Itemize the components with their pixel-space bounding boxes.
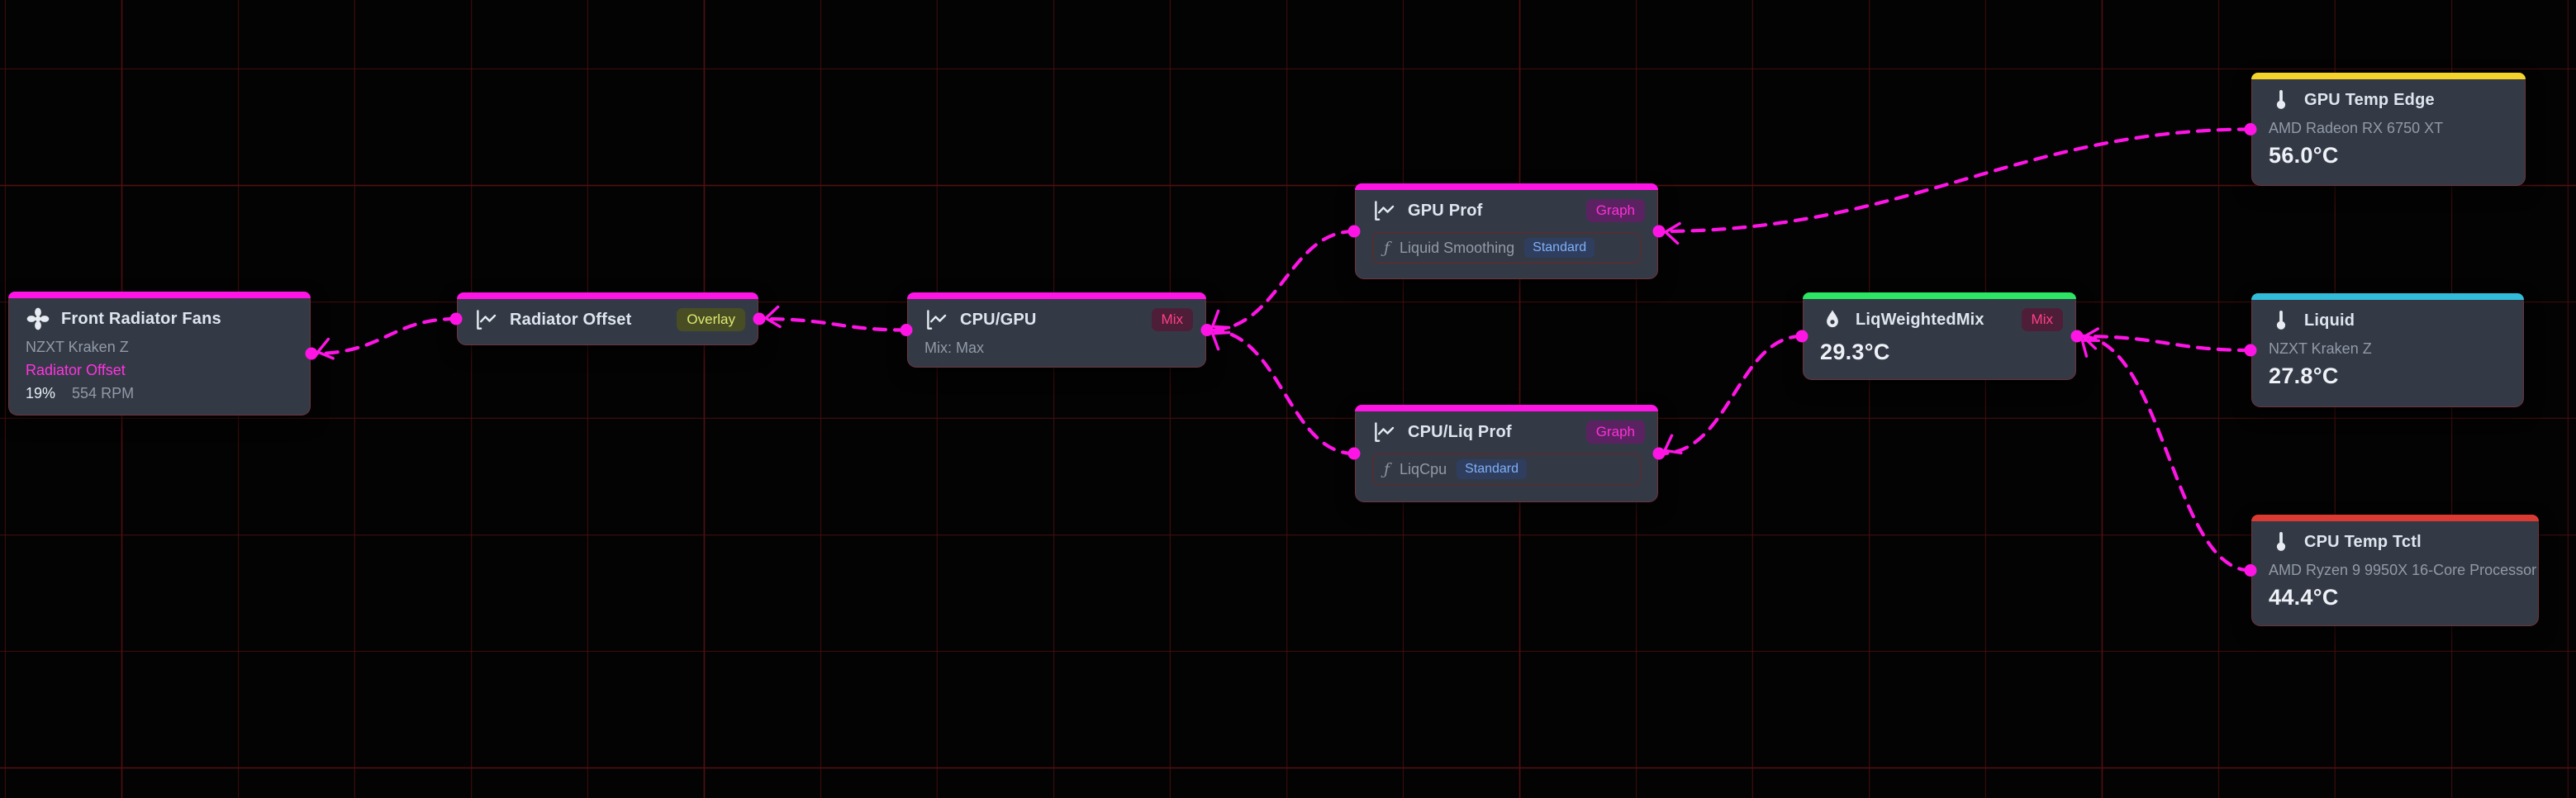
wire-cpu-temp-tctl-to-liq-weighted-mix[interactable] [2077, 334, 2253, 572]
droplet-icon [1820, 307, 1845, 332]
node-front-radiator-fans[interactable]: Front Radiator Fans NZXT Kraken Z Radiato… [8, 292, 311, 416]
wire-arrow-icon [1210, 309, 1231, 330]
function-row: ƒ LiqCpu Standard [1372, 454, 1641, 485]
node-title: GPU Prof [1408, 201, 1483, 220]
thermometer-icon [2269, 308, 2293, 333]
node-cpu-temp-tctl[interactable]: CPU Temp Tctl AMD Ryzen 9 9950X 16-Core … [2251, 515, 2539, 626]
node-liq-weighted-mix[interactable]: LiqWeightedMix Mix 29.3°C [1803, 292, 2076, 380]
wire-arrow-icon [763, 305, 782, 329]
wire-arrow-icon [316, 337, 335, 360]
node-speed-row: 19% 554 RPM [26, 385, 134, 402]
node-body: ƒ LiqCpu Standard [1356, 444, 1657, 496]
node-body: NZXT Kraken Z 27.8°C [2252, 333, 2523, 401]
wire-arrow-icon [1663, 221, 1681, 245]
wire-gpu-temp-edge-to-gpu-prof[interactable] [1659, 127, 2253, 234]
function-icon: ƒ [1384, 460, 1390, 478]
node-subtitle: AMD Radeon RX 6750 XT [2269, 120, 2444, 136]
node-top-bar [1355, 405, 1658, 411]
node-subtitle: NZXT Kraken Z [26, 339, 129, 355]
node-top-bar [1803, 292, 2076, 299]
chart-icon [1372, 420, 1397, 444]
node-body: AMD Ryzen 9 9950X 16-Core Processor 44.4°… [2252, 554, 2538, 622]
wire-liq-weighted-mix-to-cpu-liq-prof[interactable] [1659, 334, 1804, 456]
node-curve-link-label: Radiator Offset [26, 362, 126, 378]
node-top-bar [2251, 293, 2524, 300]
node-cpu-gpu[interactable]: CPU/GPU Mix Mix: Max [907, 292, 1206, 368]
wire-arrow-icon [1210, 330, 1231, 351]
node-gpu-prof[interactable]: GPU Prof Graph ƒ Liquid Smoothing Standard [1355, 183, 1658, 279]
node-radiator-offset[interactable]: Radiator Offset Overlay [457, 292, 758, 345]
node-liquid[interactable]: Liquid NZXT Kraken Z 27.8°C [2251, 293, 2524, 407]
wire-radiator-offset-to-front-radiator-fans[interactable] [311, 316, 459, 356]
node-type-badge: Mix [1151, 308, 1193, 331]
function-mode-badge: Standard [1524, 238, 1595, 258]
node-type-badge: Graph [1585, 199, 1645, 222]
wire-arrow-icon [2080, 339, 2101, 358]
wire-cpu-gpu-to-radiator-offset[interactable] [759, 316, 909, 332]
node-subtitle: Mix: Max [924, 340, 984, 356]
node-top-bar [2251, 515, 2539, 521]
node-top-bar [907, 292, 1206, 299]
node-body: AMD Radeon RX 6750 XT 56.0°C [2252, 112, 2525, 180]
function-label: LiqCpu [1400, 460, 1447, 477]
node-value: 56.0°C [2269, 143, 2339, 168]
function-label: Liquid Smoothing [1400, 239, 1515, 256]
wire-arrow-icon [2081, 327, 2099, 350]
node-title: Liquid [2304, 311, 2355, 330]
fan-percent: 19% [26, 385, 56, 401]
function-row: ƒ Liquid Smoothing Standard [1372, 232, 1641, 264]
node-title: Radiator Offset [510, 310, 632, 329]
node-title: GPU Temp Edge [2304, 90, 2435, 109]
chart-icon [1372, 198, 1397, 223]
node-top-bar [8, 292, 311, 298]
node-body: Mix: Max [908, 332, 1205, 368]
node-top-bar [2251, 73, 2526, 79]
chart-icon [924, 307, 949, 332]
node-subtitle: AMD Ryzen 9 9950X 16-Core Processor [2269, 562, 2537, 578]
wire-arrow-icon [1662, 434, 1683, 455]
chart-icon [474, 307, 499, 332]
node-value: 27.8°C [2269, 363, 2339, 388]
node-type-badge: Graph [1585, 420, 1645, 444]
node-title: CPU/GPU [960, 310, 1037, 329]
node-body: NZXT Kraken Z Radiator Offset 19% 554 RPM [9, 331, 310, 414]
node-title: CPU Temp Tctl [2304, 532, 2422, 551]
wire-liquid-to-liq-weighted-mix[interactable] [2077, 334, 2253, 353]
function-icon: ƒ [1384, 239, 1390, 257]
node-gpu-temp-edge[interactable]: GPU Temp Edge AMD Radeon RX 6750 XT 56.0°… [2251, 73, 2526, 186]
node-subtitle: NZXT Kraken Z [2269, 340, 2372, 357]
thermometer-icon [2269, 88, 2293, 112]
function-mode-badge: Standard [1457, 459, 1528, 479]
node-body: 29.3°C [1804, 332, 2075, 377]
node-title: LiqWeightedMix [1856, 310, 1984, 329]
node-type-badge: Mix [2021, 308, 2063, 331]
node-body: ƒ Liquid Smoothing Standard [1356, 223, 1657, 275]
fan-rpm: 554 RPM [72, 385, 135, 401]
node-top-bar [1355, 183, 1658, 190]
node-top-bar [457, 292, 758, 299]
fan-icon [26, 306, 50, 331]
thermometer-icon [2269, 530, 2293, 554]
node-value: 29.3°C [1820, 340, 1890, 364]
node-title: CPU/Liq Prof [1408, 422, 1512, 441]
node-cpu-liq-prof[interactable]: CPU/Liq Prof Graph ƒ LiqCpu Standard [1355, 405, 1658, 502]
wire-cpu-liq-prof-to-cpu-gpu[interactable] [1207, 328, 1357, 456]
node-title: Front Radiator Fans [61, 309, 221, 328]
wire-gpu-prof-to-cpu-gpu[interactable] [1207, 229, 1357, 332]
node-type-badge: Overlay [677, 308, 745, 331]
node-value: 44.4°C [2269, 585, 2339, 610]
